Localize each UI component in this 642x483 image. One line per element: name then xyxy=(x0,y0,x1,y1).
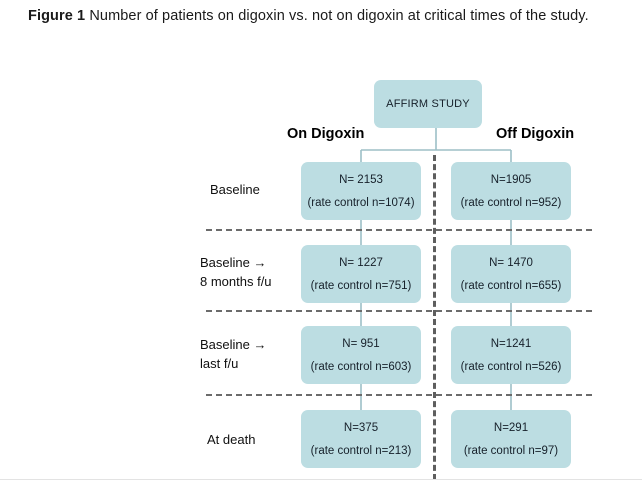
node-affirm-study-label: AFFIRM STUDY xyxy=(386,98,470,110)
row-label-baseline-last-fu: Baseline → last f/u xyxy=(200,337,267,371)
node-count: N=1905 xyxy=(490,173,532,186)
node-baseline-off-digoxin: N=1905 (rate control n=952) xyxy=(451,162,571,220)
node-count: N= 2153 xyxy=(339,173,383,186)
node-baseline-on-digoxin: N= 2153 (rate control n=1074) xyxy=(301,162,421,220)
node-rate-control: (rate control n=213) xyxy=(310,444,412,457)
row-separator-2 xyxy=(206,310,592,312)
figure-caption-label: Figure 1 xyxy=(28,8,86,24)
node-8months-on-digoxin: N= 1227 (rate control n=751) xyxy=(301,245,421,303)
node-rate-control: (rate control n=603) xyxy=(310,360,412,373)
node-count: N=291 xyxy=(493,421,529,434)
node-rate-control: (rate control n=97) xyxy=(463,444,559,457)
node-rate-control: (rate control n=1074) xyxy=(307,196,415,209)
node-lastfu-off-digoxin: N=1241 (rate control n=526) xyxy=(451,326,571,384)
row-separator-1 xyxy=(206,229,592,231)
node-atdeath-off-digoxin: N=291 (rate control n=97) xyxy=(451,410,571,468)
figure-bottom-rule xyxy=(0,479,642,480)
node-lastfu-on-digoxin: N= 951 (rate control n=603) xyxy=(301,326,421,384)
row-separator-3 xyxy=(206,394,592,396)
node-count: N=1241 xyxy=(490,337,532,350)
node-8months-off-digoxin: N= 1470 (rate control n=655) xyxy=(451,245,571,303)
row-label-at-death: At death xyxy=(207,432,256,447)
node-rate-control: (rate control n=751) xyxy=(310,279,412,292)
column-header-on-digoxin: On Digoxin xyxy=(287,126,365,142)
node-count: N= 1470 xyxy=(489,256,533,269)
column-divider xyxy=(433,155,436,480)
row-label-baseline-8-months: Baseline → 8 months f/u xyxy=(200,255,272,289)
node-affirm-study: AFFIRM STUDY xyxy=(374,80,482,128)
node-rate-control: (rate control n=655) xyxy=(460,279,562,292)
node-count: N= 951 xyxy=(342,337,380,350)
column-header-off-digoxin: Off Digoxin xyxy=(496,126,575,142)
figure-caption-text: Number of patients on digoxin vs. not on… xyxy=(85,8,589,24)
node-rate-control: (rate control n=952) xyxy=(460,196,562,209)
node-atdeath-on-digoxin: N=375 (rate control n=213) xyxy=(301,410,421,468)
node-rate-control: (rate control n=526) xyxy=(460,360,562,373)
figure-caption: Figure 1 Number of patients on digoxin v… xyxy=(28,6,618,27)
node-count: N=375 xyxy=(343,421,379,434)
node-count: N= 1227 xyxy=(339,256,383,269)
row-label-baseline: Baseline xyxy=(210,182,260,197)
